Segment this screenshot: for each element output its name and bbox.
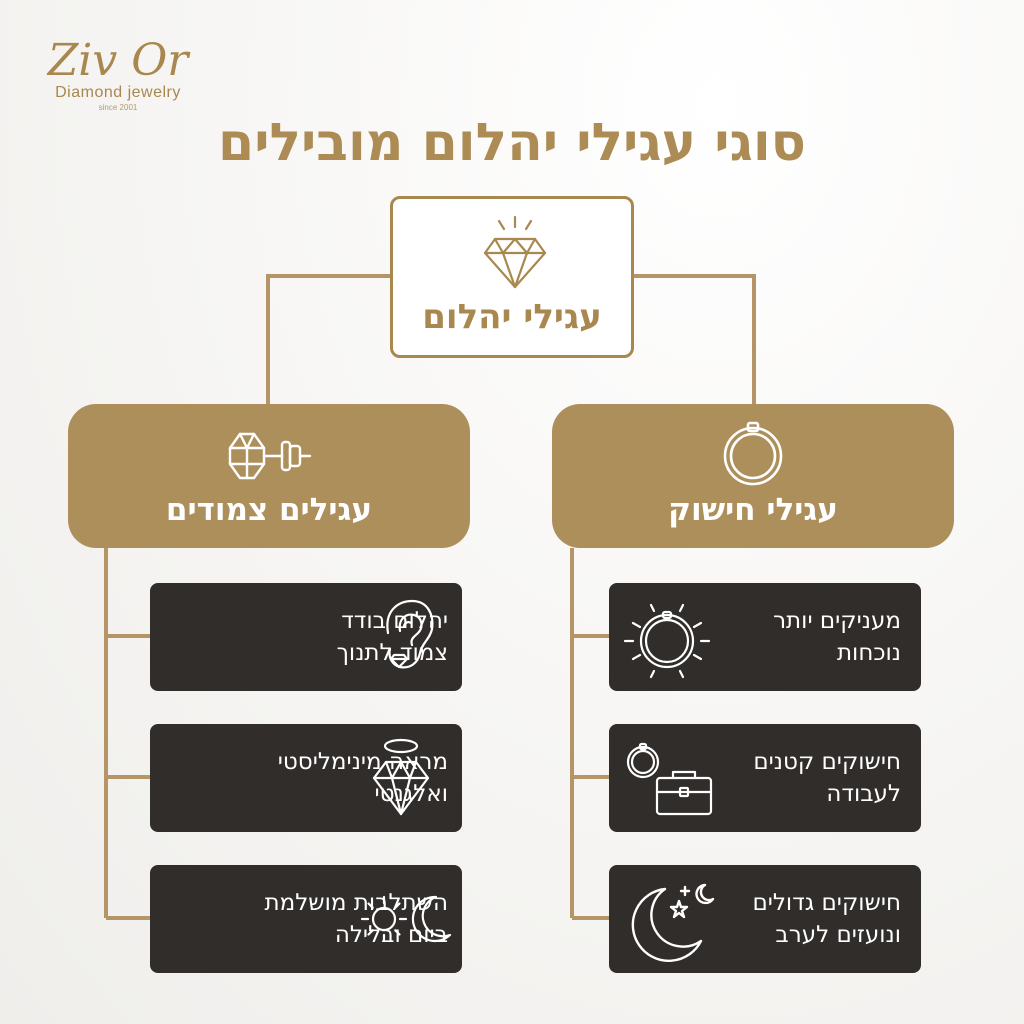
card-small-hoops: חישוקים קטנים לעבודה	[609, 724, 921, 832]
card-minimalist: מראה מינימליסטי ואלגנטי	[150, 724, 462, 832]
card-text: מעניקים יותר נוכחות	[773, 608, 901, 666]
branch-hoop-earrings: עגילי חישוק	[552, 404, 954, 548]
card-day-night: השתלבות מושלמת ביום ובלילה	[150, 865, 462, 973]
moon-stars-icon	[631, 883, 715, 962]
diamond-icon	[483, 215, 547, 289]
card-text: חישוקים גדולים ונועזים לערב	[752, 890, 901, 948]
card-single-diamond: יהלום בודד צמוד לתנוך	[150, 583, 462, 691]
hoop-earring-icon	[723, 421, 783, 486]
stud-earring-icon	[228, 432, 312, 480]
branch-stud-earrings: עגילים צמודים	[68, 404, 470, 548]
shining-hoop-icon	[623, 603, 711, 679]
hoop-briefcase-icon	[626, 742, 713, 816]
ear-stud-icon	[386, 599, 434, 669]
card-text: חישוקים קטנים לעבודה	[753, 749, 901, 807]
card-text: מראה מינימליסטי ואלגנטי	[277, 749, 448, 807]
branch-label-hoops: עגילי חישוק	[668, 492, 838, 528]
diamond-halo-icon	[372, 738, 430, 816]
brand-since: since 2001	[98, 103, 138, 112]
brand-logo: Ziv Or Diamond jewelry since 2001	[28, 35, 208, 113]
card-large-hoops: חישוקים גדולים ונועזים לערב	[609, 865, 921, 973]
root-node: עגילי יהלום	[390, 196, 634, 358]
page-title: סוגי עגילי יהלום מובילים	[217, 113, 807, 173]
brand-name: Ziv Or	[47, 35, 189, 86]
brand-tagline: Diamond jewelry	[55, 84, 181, 101]
root-label: עגילי יהלום	[422, 297, 602, 337]
branch-label-studs: עגילים צמודים	[165, 492, 373, 528]
card-more-presence: מעניקים יותר נוכחות	[609, 583, 921, 691]
sun-moon-icon	[360, 895, 452, 943]
